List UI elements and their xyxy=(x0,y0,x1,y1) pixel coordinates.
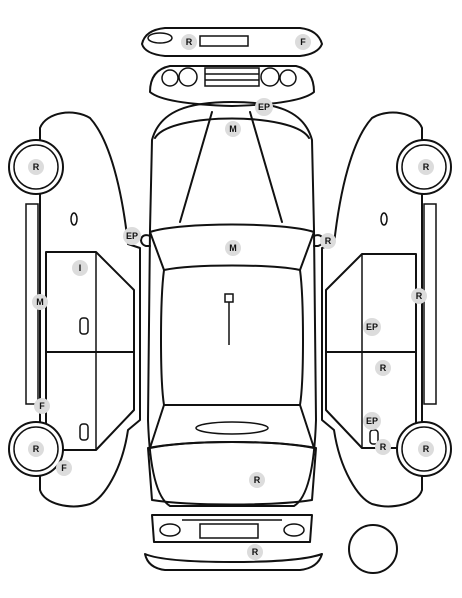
svg-text:M: M xyxy=(229,124,237,134)
damage-tag[interactable]: M xyxy=(225,240,241,256)
svg-text:R: R xyxy=(423,444,430,454)
car-body-top[interactable] xyxy=(147,101,317,507)
front-bumper[interactable] xyxy=(141,27,323,57)
damage-tag[interactable]: M xyxy=(32,294,48,310)
svg-text:EP: EP xyxy=(366,416,378,426)
svg-text:M: M xyxy=(229,243,237,253)
damage-tag[interactable]: R xyxy=(375,360,391,376)
svg-text:F: F xyxy=(61,463,67,473)
damage-tag[interactable]: EP xyxy=(363,318,381,336)
damage-tag[interactable]: R xyxy=(411,288,427,304)
windshield[interactable] xyxy=(149,223,315,271)
damage-tag[interactable]: R xyxy=(418,441,434,457)
svg-text:R: R xyxy=(423,162,430,172)
spare-tire[interactable] xyxy=(348,524,398,574)
damage-tag[interactable]: M xyxy=(225,121,241,137)
right-front-door[interactable] xyxy=(325,253,417,353)
left-front-door[interactable] xyxy=(45,251,135,353)
svg-text:F: F xyxy=(300,37,306,47)
damage-tag[interactable]: R xyxy=(320,233,336,249)
svg-text:R: R xyxy=(325,236,332,246)
svg-text:M: M xyxy=(36,297,44,307)
damage-tag[interactable]: R xyxy=(418,159,434,175)
damage-tag[interactable]: F xyxy=(56,460,72,476)
damage-tag[interactable]: EP xyxy=(255,98,273,116)
damage-tag[interactable]: R xyxy=(181,34,197,50)
damage-tag[interactable]: F xyxy=(34,398,50,414)
damage-tag[interactable]: R xyxy=(28,441,44,457)
damage-tag[interactable]: EP xyxy=(123,227,141,245)
svg-text:R: R xyxy=(416,291,423,301)
damage-tag[interactable]: R xyxy=(247,544,263,560)
damage-tag[interactable]: R xyxy=(249,472,265,488)
left-mirror[interactable] xyxy=(140,234,151,247)
svg-text:R: R xyxy=(380,442,387,452)
rear-fascia[interactable] xyxy=(151,514,313,543)
damage-tag[interactable]: R xyxy=(375,439,391,455)
damage-tag[interactable]: EP xyxy=(363,412,381,430)
svg-text:R: R xyxy=(254,475,261,485)
trunk-lid[interactable] xyxy=(147,441,317,506)
svg-text:EP: EP xyxy=(258,102,270,112)
svg-text:F: F xyxy=(39,401,45,411)
rear-bumper[interactable] xyxy=(144,553,323,571)
svg-text:R: R xyxy=(186,37,193,47)
svg-text:R: R xyxy=(33,162,40,172)
svg-text:R: R xyxy=(380,363,387,373)
roof[interactable] xyxy=(160,269,304,406)
damage-tag[interactable]: R xyxy=(28,159,44,175)
svg-text:R: R xyxy=(252,547,259,557)
front-fascia[interactable] xyxy=(149,65,315,107)
svg-text:EP: EP xyxy=(126,231,138,241)
damage-tag[interactable]: I xyxy=(72,260,88,276)
svg-text:I: I xyxy=(79,263,82,273)
damage-tags: R F EP M R R EP M R I M F R F R EP R EP … xyxy=(28,34,434,560)
hood[interactable] xyxy=(154,111,310,223)
damage-tag[interactable]: F xyxy=(295,34,311,50)
svg-text:R: R xyxy=(33,444,40,454)
svg-text:EP: EP xyxy=(366,322,378,332)
